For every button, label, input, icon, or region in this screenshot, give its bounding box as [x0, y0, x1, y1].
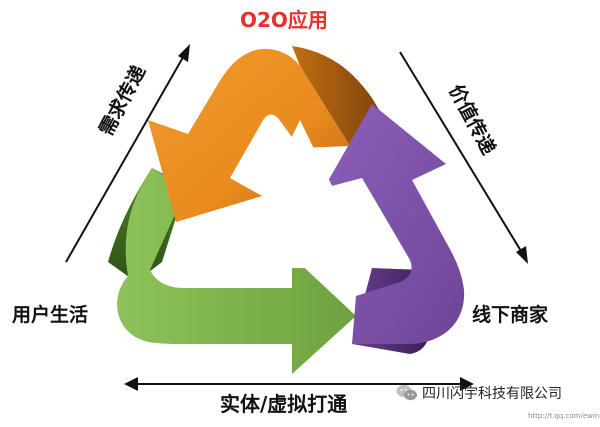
offline-merchants-label: 线下商家 — [472, 304, 549, 326]
green-arrow-band — [117, 168, 356, 374]
watermark-url: http://t.qq.com/ewinchina — [528, 412, 600, 420]
watermark: 四川闪宇科技有限公司 — [396, 383, 562, 403]
online-offline-double-arrow — [124, 377, 474, 391]
online-offline-label: 实体/虚拟打通 — [220, 392, 348, 416]
demand-transfer-arrow — [65, 44, 190, 263]
center-triangle — [228, 120, 372, 268]
purple-arrow-band — [324, 104, 465, 344]
user-life-label: 用户生活 — [12, 304, 89, 326]
diagram-title: O2O应用 — [240, 8, 328, 32]
orange-arrow-band — [148, 48, 350, 222]
watermark-text: 四川闪宇科技有限公司 — [422, 386, 562, 402]
value-transfer-arrow — [399, 51, 528, 264]
wechat-icon — [396, 385, 417, 401]
